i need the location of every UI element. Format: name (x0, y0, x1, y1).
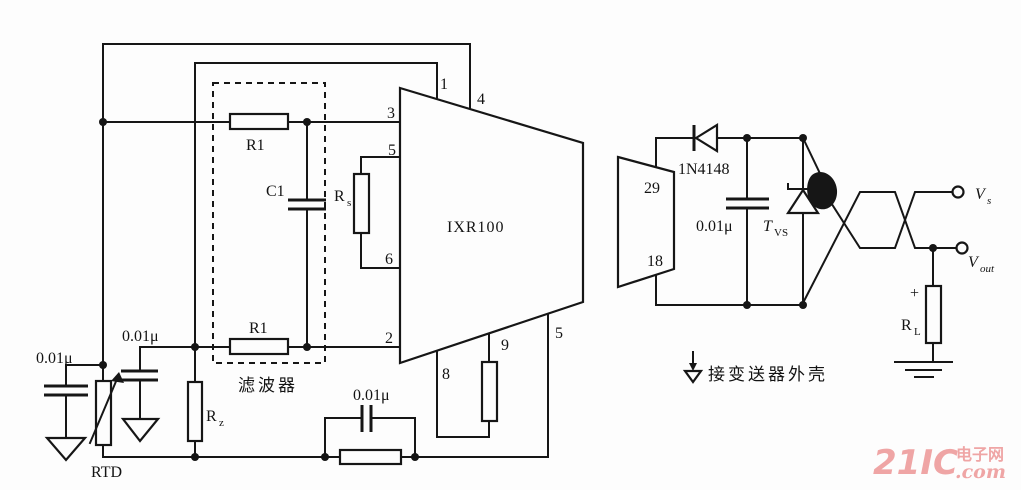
connector-pin-29: 29 (644, 180, 660, 197)
diode-1n4148 (692, 123, 719, 153)
r1-top-label: R1 (246, 137, 265, 154)
filter-note: 滤波器 (238, 376, 298, 396)
capacitor-plates-right (726, 197, 769, 210)
chassis-triangle-icon (682, 369, 704, 384)
rs-label-sub: s (347, 197, 351, 209)
watermark-cn: 电子网 (956, 445, 1004, 464)
c1-label: C1 (266, 183, 285, 200)
vout-label-sub: out (980, 263, 995, 275)
vs-label: V (975, 186, 987, 203)
loop-connector: 29 18 (616, 155, 676, 289)
watermark: 21IC 电子网 .com (873, 443, 1006, 483)
pin-4-label: 4 (477, 91, 485, 108)
tvs-label-sub: VS (774, 227, 788, 239)
chassis-ground-symbol (682, 351, 704, 384)
rtd-arrow (88, 377, 119, 445)
ground-triangle-icon (44, 436, 88, 462)
rl-resistor (924, 284, 943, 345)
vs-terminal (951, 185, 965, 199)
pin-6-label: 6 (385, 251, 393, 268)
vs-label-sub: s (987, 195, 991, 207)
junction-dots-right (743, 134, 937, 309)
tvs-label: T (763, 218, 773, 235)
rz-label-sub: z (219, 417, 224, 429)
rz-label: R (206, 408, 217, 425)
diode-triangle-icon (693, 123, 719, 153)
ground-triangle-icon (120, 417, 161, 443)
rl-label: R (901, 317, 912, 334)
resistors-left (88, 112, 499, 466)
pin-1-label: 1 (440, 76, 448, 93)
pin9-resistor (480, 360, 499, 423)
capacitor-plates-left (44, 198, 373, 432)
down-arrowhead-icon (689, 363, 697, 371)
output-terminals (951, 185, 969, 255)
pin-9-label: 9 (501, 337, 509, 354)
chassis-note: 接变送器外壳 (708, 365, 828, 385)
pin-3-label: 3 (387, 105, 395, 122)
cap-left-label: 0.01μ (36, 350, 73, 367)
cap-right-label: 0.01μ (696, 218, 733, 235)
rz-resistor (186, 380, 204, 443)
diode-label: 1N4148 (678, 161, 730, 178)
vout-label: V (968, 254, 980, 271)
watermark-brand: 21IC (873, 443, 958, 483)
labels: 1 4 3 5 6 2 8 9 5 0.01μ 0.01μ 0.01μ R1 R… (36, 76, 995, 481)
cap-mid-label: 0.01μ (122, 328, 159, 345)
ic-name-label: IXR100 (447, 219, 505, 236)
junction-dots-left (99, 118, 419, 461)
pin-5b-label: 5 (555, 325, 563, 342)
rs-resistor (352, 172, 371, 235)
load-resistor-branch (894, 284, 953, 378)
rl-plus-label: + (910, 285, 919, 302)
rtd-label: RTD (91, 464, 122, 481)
r1-top-resistor (228, 112, 290, 131)
ink-blob (807, 171, 838, 210)
filter-dashed-box (212, 82, 326, 364)
r1-bottom-label: R1 (249, 320, 268, 337)
wiring-right (655, 136, 957, 363)
rs-label: R (334, 188, 345, 205)
cap-bottom-label: 0.01μ (353, 387, 390, 404)
pin-8-label: 8 (442, 366, 450, 383)
rtd-arrowhead-icon (111, 372, 124, 383)
rl-label-sub: L (914, 326, 921, 338)
ixr100-ic: IXR100 (398, 86, 585, 365)
pin-2-label: 2 (385, 330, 393, 347)
pin-5-label: 5 (388, 142, 396, 159)
connector-pin-18: 18 (647, 253, 663, 270)
r1-bottom-resistor (228, 337, 290, 356)
watermark-com: .com (955, 461, 1006, 483)
ground-symbols-left (44, 417, 161, 462)
bottom-filter-resistor (338, 448, 403, 466)
vout-terminal (955, 241, 969, 255)
